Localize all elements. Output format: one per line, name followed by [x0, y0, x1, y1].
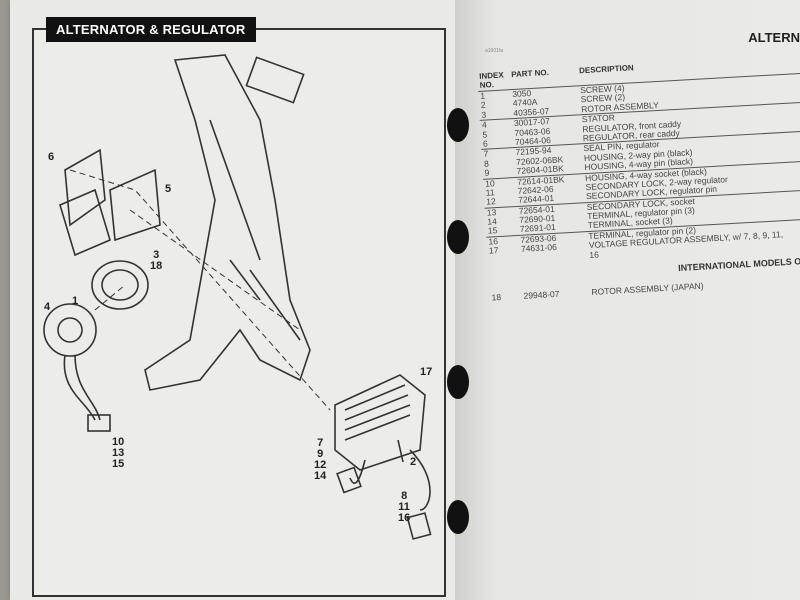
binder-hole	[447, 500, 469, 534]
rotor-drawing	[91, 260, 149, 310]
right-page-title: ALTERN	[748, 30, 800, 45]
left-page: ALTERNATOR & REGULATOR	[10, 0, 460, 600]
cell-description: ROTOR ASSEMBLY (JAPAN)	[591, 280, 704, 297]
page-title: ALTERNATOR & REGULATOR	[46, 17, 256, 42]
frame-drawing	[144, 54, 311, 391]
callout-6: 6	[48, 151, 55, 163]
callout-17: 17	[420, 366, 433, 378]
binder-hole	[447, 365, 469, 399]
binder-hole	[447, 220, 469, 254]
cell-index: 12	[485, 196, 497, 207]
diagram-frame	[32, 28, 446, 597]
binder-hole	[447, 108, 469, 142]
callout-2: 2	[410, 456, 417, 468]
callout-5: 5	[165, 183, 172, 195]
figure-code: a1001fa	[485, 48, 504, 54]
callout-7-9-12-14: 7 9 12 14	[314, 437, 327, 482]
exploded-parts-diagram	[43, 54, 432, 540]
header-part: PART NO.	[510, 68, 550, 80]
cell-index: 18	[491, 292, 502, 303]
international-heading: INTERNATIONAL MODELS ONLY	[677, 255, 800, 274]
stator-drawing	[43, 303, 97, 357]
cell-index: 3	[481, 109, 487, 120]
regulator-drawing	[334, 374, 426, 471]
caddy-rear-drawing	[59, 148, 111, 257]
cell-index	[487, 255, 517, 266]
international-table-body: 18 29948-07 ROTOR ASSEMBLY (JAPAN)	[489, 275, 800, 303]
table-row: 18 29948-07 ROTOR ASSEMBLY (JAPAN)	[489, 275, 800, 303]
callout-1: 1	[72, 295, 79, 307]
cell-index: 6	[482, 138, 489, 149]
callout-10-13-15: 10 13 15	[112, 436, 125, 470]
caddy-front-drawing	[109, 168, 161, 242]
callout-3-18: 3 18	[150, 249, 163, 272]
callout-8-11-16: 8 11 16	[398, 490, 411, 524]
cell-index: 15	[487, 225, 498, 237]
header-index: INDEX NO.	[478, 70, 504, 90]
cell-index: 9	[484, 167, 490, 178]
cell-part-no: 29948-07	[523, 288, 560, 301]
right-page: ALTERN a1001fa INDEX NO. PART NO. DESCRI…	[447, 0, 800, 600]
callout-4: 4	[44, 301, 51, 313]
